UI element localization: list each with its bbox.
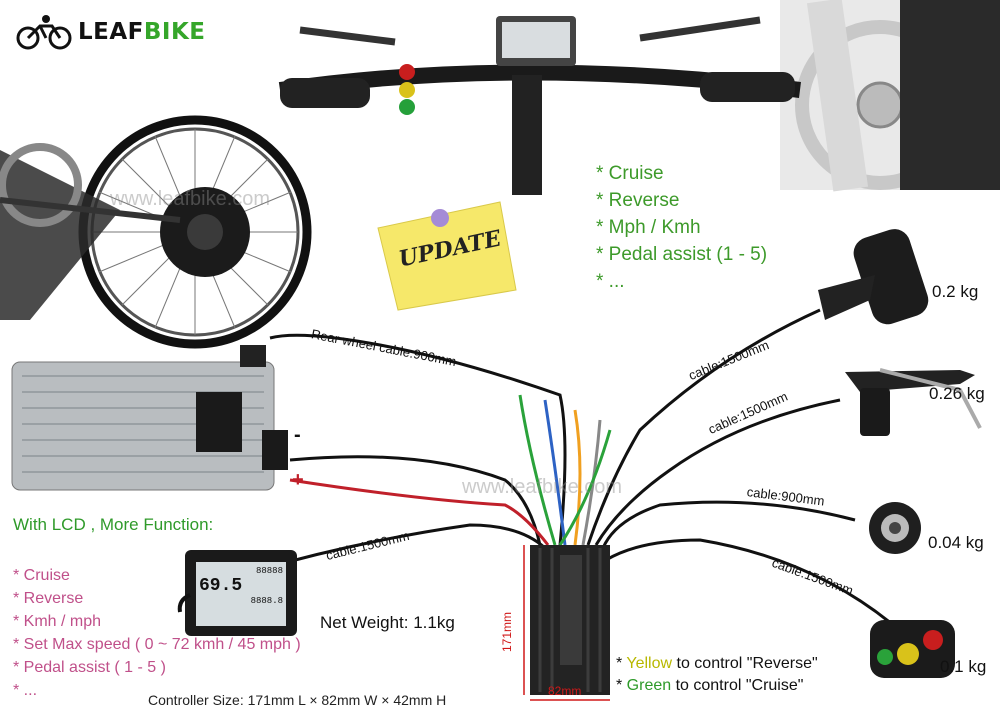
switch-pod-photo xyxy=(870,620,955,678)
lcd-feature-item: * Kmh / mph xyxy=(13,613,102,630)
feature-item: * Reverse xyxy=(596,190,680,211)
controller-photo xyxy=(523,545,610,701)
lcd-feature-item: * Pedal assist ( 1 - 5 ) xyxy=(13,659,166,676)
yellow-note: * Yellow to control "Reverse" xyxy=(616,653,818,675)
green-rest: to control "Cruise" xyxy=(671,677,804,694)
pas-weight: 0.04 kg xyxy=(928,533,984,552)
lcd-feature-item: * ... xyxy=(13,682,38,699)
controller-width-label: 82mm xyxy=(548,684,582,698)
feature-list-right: * Cruise * Reverse * Mph / Kmh * Pedal a… xyxy=(596,160,767,295)
green-note: * Green to control "Cruise" xyxy=(616,675,818,697)
brand-bike: BIKE xyxy=(143,19,206,45)
lcd-trip: 8888.8 xyxy=(250,596,283,606)
throttle-photo xyxy=(818,229,929,325)
feature-item: * Mph / Kmh xyxy=(596,217,701,238)
yellow-word: Yellow xyxy=(626,655,673,672)
bullet: * xyxy=(616,655,627,672)
rear-wheel-photo xyxy=(0,115,312,349)
lcd-feature-item: * Set Max speed ( 0 ~ 72 kmh / 45 mph ) xyxy=(13,636,301,653)
lcd-odo: 88888 xyxy=(255,566,283,576)
brand-leaf: LEAF xyxy=(78,19,144,45)
switch-weight: 0.1 kg xyxy=(940,657,987,676)
green-word: Green xyxy=(626,677,672,694)
lcd-feature-item: * Cruise xyxy=(13,567,70,584)
net-weight: Net Weight: 1.1kg xyxy=(320,613,455,632)
lcd-speed: 69.5 xyxy=(199,576,243,596)
controller-size-text: Controller Size: 171mm L × 82mm W × 42mm… xyxy=(148,692,447,708)
brake-lever-photo xyxy=(845,368,982,436)
switch-note: * Yellow to control "Reverse" * Green to… xyxy=(616,653,818,697)
watermark-top: www.leafbike.com xyxy=(110,188,271,210)
front-fork-photo xyxy=(780,0,1000,192)
yellow-rest: to control "Reverse" xyxy=(672,655,818,672)
lcd-screen: 88888 69.5 8888.8 xyxy=(199,566,283,624)
throttle-weight: 0.2 kg xyxy=(932,282,979,301)
lcd-section-title: With LCD , More Function: xyxy=(13,515,214,534)
cyclist-icon xyxy=(16,15,72,50)
controller-height-label: 171mm xyxy=(500,611,514,652)
feature-item: * ... xyxy=(596,271,625,292)
feature-item: * Cruise xyxy=(596,163,664,184)
handlebar-photo xyxy=(278,16,801,195)
battery-photo xyxy=(11,345,288,491)
brand-name: LEAFBIKE xyxy=(78,19,206,45)
bullet: * xyxy=(616,677,627,694)
feature-list-left: * Cruise * Reverse * Kmh / mph * Set Max… xyxy=(13,564,301,702)
watermark-center: www.leafbike.com xyxy=(462,476,623,498)
battery-negative-label: - xyxy=(294,424,301,446)
leafbike-logo: LEAFBIKE xyxy=(16,14,206,50)
brake-weight: 0.26 kg xyxy=(929,384,985,403)
update-sticky-note xyxy=(377,201,517,311)
feature-item: * Pedal assist (1 - 5) xyxy=(596,244,768,265)
lcd-display-photo xyxy=(177,550,297,636)
pas-sensor-photo xyxy=(869,502,921,554)
battery-positive-label: + xyxy=(292,469,304,491)
lcd-feature-item: * Reverse xyxy=(13,590,84,607)
